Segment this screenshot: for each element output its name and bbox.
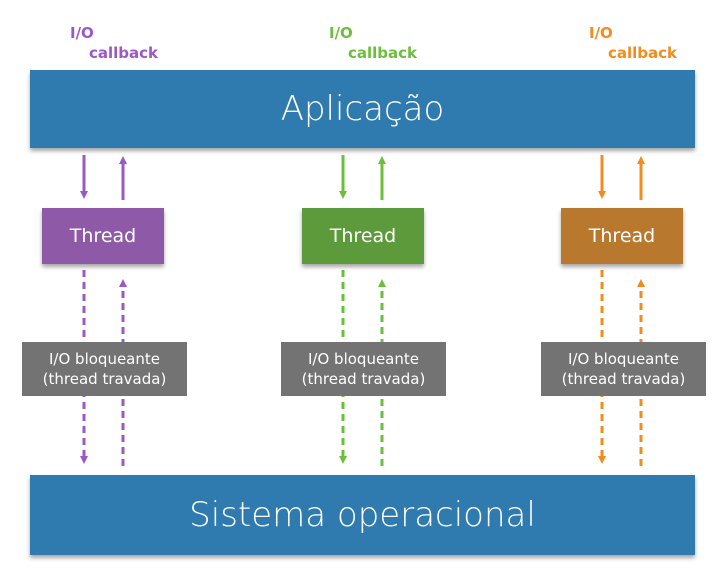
application-bar: Aplicação [30,70,695,148]
blocking-io-box-orange: I/O bloqueante (thread travada) [541,342,706,396]
io-label-green: I/O [329,24,353,42]
thread-label: Thread [69,225,137,247]
io-label-purple: I/O [70,24,94,42]
callback-label-green: callback [348,44,418,62]
blocking-io-line1: I/O bloqueante [568,350,679,368]
thread-label: Thread [329,225,397,247]
blocking-io-box-green: I/O bloqueante (thread travada) [281,342,446,396]
operating-system-label: Sistema operacional [189,495,536,535]
blocking-io-line1: I/O bloqueante [308,350,419,368]
callback-label-orange: callback [608,44,678,62]
thread-box-purple: Thread [42,208,164,264]
thread-label: Thread [588,225,656,247]
application-label: Aplicação [280,89,445,129]
blocking-io-box-purple: I/O bloqueante (thread travada) [22,342,187,396]
callback-label-purple: callback [89,44,159,62]
operating-system-bar: Sistema operacional [30,475,695,555]
blocking-io-line2: (thread travada) [42,370,167,388]
thread-box-green: Thread [302,208,424,264]
blocking-io-line2: (thread travada) [301,370,426,388]
io-label-orange: I/O [589,24,613,42]
thread-box-orange: Thread [561,208,683,264]
blocking-io-line1: I/O bloqueante [49,350,160,368]
blocking-io-line2: (thread travada) [561,370,686,388]
